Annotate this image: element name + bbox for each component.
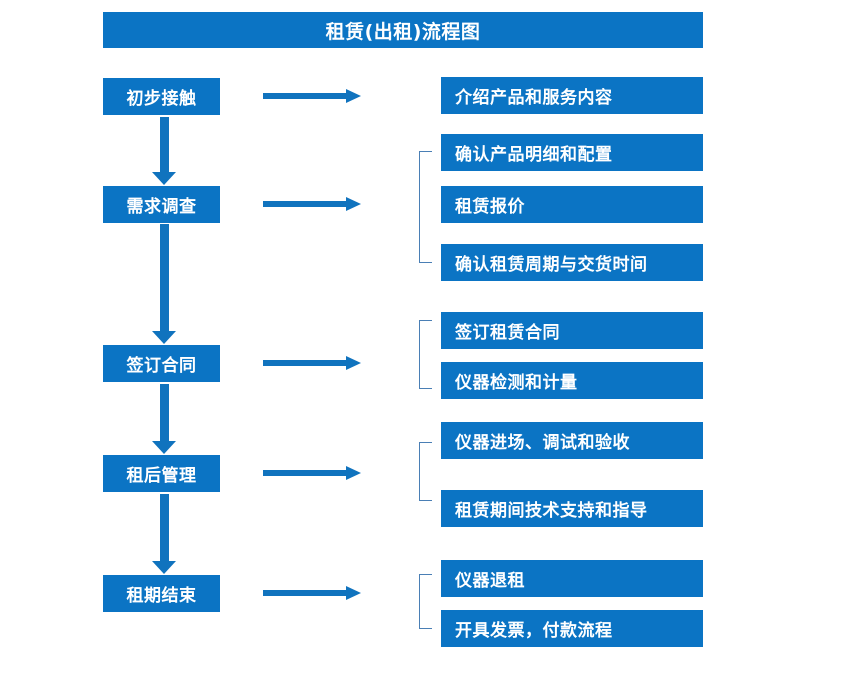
stage-box-initial-contact[interactable]: 初步接触 [103, 78, 220, 115]
right-arrow-icon-3 [263, 355, 361, 371]
detail-box-instrument-delivery[interactable]: 仪器进场、调试和验收 [441, 422, 703, 459]
stage-box-needs-survey[interactable]: 需求调查 [103, 186, 220, 223]
stage-box-lease-end[interactable]: 租期结束 [103, 575, 220, 612]
down-arrow-icon-1 [152, 117, 176, 185]
down-arrow-icon-2 [152, 224, 176, 344]
group-bracket-2 [419, 151, 432, 263]
detail-box-invoice-payment[interactable]: 开具发票，付款流程 [441, 610, 703, 647]
page-title: 租赁(出租)流程图 [103, 12, 703, 48]
detail-box-rental-quote[interactable]: 租赁报价 [441, 186, 703, 223]
detail-box-sign-rental-contract[interactable]: 签订租赁合同 [441, 312, 703, 349]
down-arrow-icon-3 [152, 384, 176, 454]
right-arrow-icon-2 [263, 196, 361, 212]
down-arrow-icon-4 [152, 494, 176, 574]
group-bracket-5 [419, 574, 432, 629]
group-bracket-3 [419, 320, 432, 389]
detail-box-instrument-testing[interactable]: 仪器检测和计量 [441, 362, 703, 399]
right-arrow-icon-5 [263, 585, 361, 601]
detail-box-confirm-period[interactable]: 确认租赁周期与交货时间 [441, 244, 703, 281]
right-arrow-icon-1 [263, 88, 361, 104]
detail-box-introduce-products[interactable]: 介绍产品和服务内容 [441, 77, 703, 114]
detail-box-instrument-return[interactable]: 仪器退租 [441, 560, 703, 597]
group-bracket-4 [419, 442, 432, 501]
detail-box-technical-support[interactable]: 租赁期间技术支持和指导 [441, 490, 703, 527]
right-arrow-icon-4 [263, 465, 361, 481]
stage-box-sign-contract[interactable]: 签订合同 [103, 345, 220, 382]
detail-box-confirm-specs[interactable]: 确认产品明细和配置 [441, 134, 703, 171]
stage-box-post-rental-management[interactable]: 租后管理 [103, 455, 220, 492]
